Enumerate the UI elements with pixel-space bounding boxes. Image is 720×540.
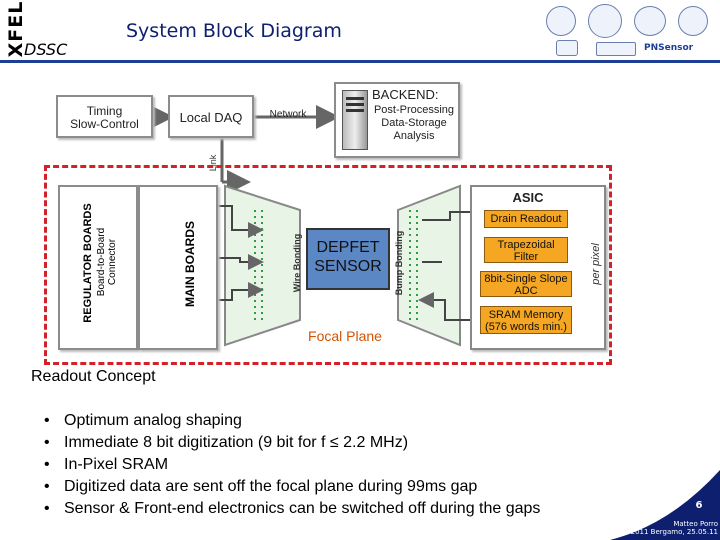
readout-bullet-list: Optimum analog shaping Immediate 8 bit d… [44, 410, 540, 520]
footer-credit: Matteo Porro FEE 2011 Bergamo, 25.05.11 [600, 520, 718, 536]
header-divider [0, 60, 720, 63]
backend-title: BACKEND: [372, 87, 439, 102]
per-pixel-label: per pixel [590, 243, 602, 285]
network-label: Network [269, 109, 307, 120]
diagram-connectors [150, 105, 589, 347]
regulator-boards-box: REGULATOR BOARDS Board-to-Board Connecto… [58, 185, 138, 350]
timing-label: Timing Slow-Control [70, 104, 139, 131]
main-boards-label: MAIN BOARDS [183, 221, 197, 307]
footer-author: Matteo Porro [673, 520, 718, 528]
bump-bonding-label: Bump Bonding [394, 230, 404, 296]
page-number: 6 [695, 500, 703, 511]
partner-logo-5-icon [556, 40, 578, 56]
asic-title: ASIC [512, 190, 544, 205]
asic-block-drain: Drain Readout [484, 210, 568, 228]
b2b-connector-label: Board-to-Board Connector [96, 227, 118, 297]
readout-concept-heading: Readout Concept [31, 368, 156, 385]
bullet-item: Immediate 8 bit digitization (9 bit for … [44, 432, 540, 454]
sensor-label: DEPFET SENSOR [314, 239, 382, 275]
bullet-item: Optimum analog shaping [44, 410, 540, 432]
regulator-boards-label: REGULATOR BOARDS [82, 203, 94, 323]
local-daq-label: Local DAQ [179, 110, 243, 125]
asic-block-sram: SRAM Memory (576 words min.) [480, 306, 572, 334]
asic-block-adc: 8bit-Single Slope ADC [480, 271, 572, 297]
corner-decoration [610, 470, 720, 540]
partner-logo-4-icon [678, 6, 708, 36]
wire-bonding-label: Wire Bonding [292, 233, 302, 293]
backend-items: Post-Processing Data-Storage Analysis [373, 104, 455, 142]
partner-logo-1-icon [546, 6, 576, 36]
depfet-sensor: DEPFET SENSOR [306, 228, 390, 290]
main-boards-box: MAIN BOARDS [138, 185, 218, 350]
header-bar: XFEL DSSC System Block Diagram PNSensor [0, 0, 720, 63]
bullet-item: In-Pixel SRAM [44, 454, 540, 476]
backend-box: BACKEND: Post-Processing Data-Storage An… [334, 82, 460, 158]
footer-event: FEE 2011 Bergamo, 25.05.11 [615, 528, 718, 536]
asic-block-filter: Trapezoidal Filter [484, 237, 568, 263]
timing-box: Timing Slow-Control [56, 95, 153, 138]
focal-plane-label: Focal Plane [290, 329, 400, 343]
right-pins [409, 210, 418, 320]
partner-logo-2-icon [588, 4, 622, 38]
pnsensor-logo: PNSensor [644, 43, 694, 53]
partner-logo-6-icon [596, 42, 636, 56]
local-daq-box: Local DAQ [168, 95, 254, 138]
partner-logo-3-icon [634, 6, 666, 36]
module-boundary [44, 165, 612, 365]
partner-logos: PNSensor [536, 2, 714, 58]
page-title: System Block Diagram [126, 20, 342, 42]
project-subtitle: DSSC [24, 40, 68, 59]
bullet-item: Digitized data are sent off the focal pl… [44, 476, 540, 498]
server-icon [342, 90, 368, 150]
bullet-item: Sensor & Front-end electronics can be sw… [44, 498, 540, 520]
